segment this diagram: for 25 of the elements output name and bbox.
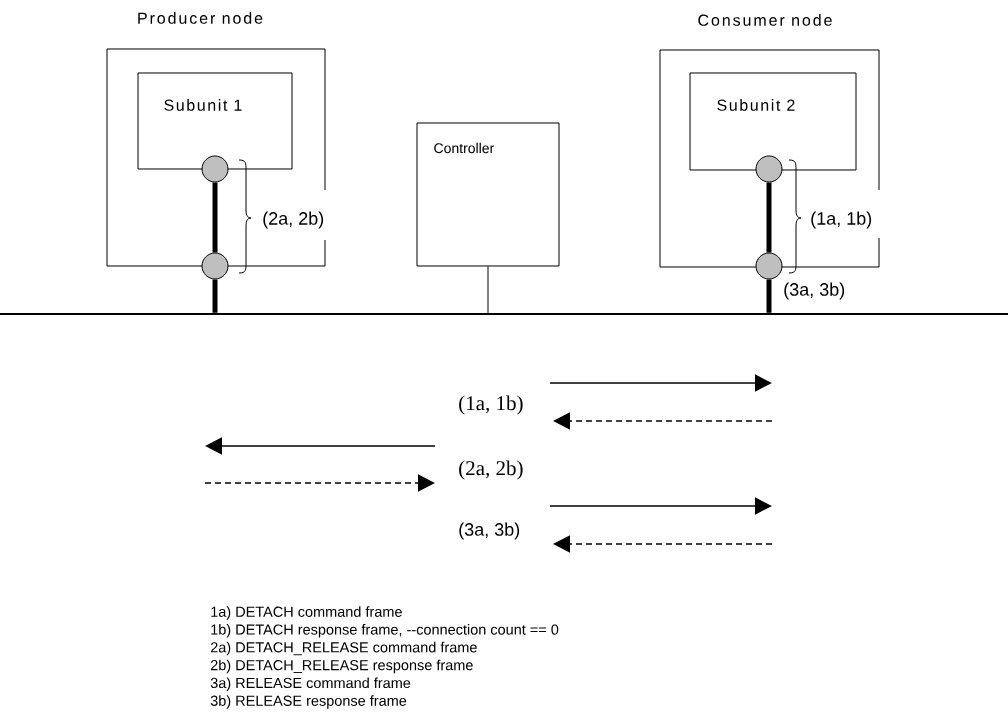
note-text: 1a) DETACH command frame <box>211 606 402 620</box>
step-label: (1a, 1b) <box>459 395 523 415</box>
subunit-box: Subunit 1 <box>137 72 293 170</box>
step-label: (3a, 3b) <box>784 282 845 300</box>
connection-line <box>212 279 218 313</box>
connection-line <box>487 266 489 314</box>
connection-line <box>212 182 218 253</box>
connector-plug <box>201 155 229 183</box>
bus-line <box>0 313 1008 315</box>
note-text: 1b) DETACH response frame, --connection count == 0 <box>211 624 559 638</box>
connector-plug <box>201 252 229 280</box>
connector-plug <box>755 252 783 280</box>
connector-plug <box>755 155 783 183</box>
note-text: 3b) RELEASE response frame <box>210 695 407 709</box>
step-label: (3a, 3b) <box>459 522 520 540</box>
connection-line <box>766 279 772 313</box>
subunit-box: Subunit 2 <box>689 72 857 171</box>
note-text: 2a) DETACH_RELEASE command frame <box>210 641 477 656</box>
step-label: (2a, 2b) <box>263 211 324 229</box>
step-label: (2a, 2b) <box>459 460 523 480</box>
controller-box: Controller <box>416 122 560 267</box>
note-text: 3a) RELEASE command frame <box>210 677 411 691</box>
connection-line <box>766 182 772 253</box>
step-label: (1a, 1b) <box>811 211 872 229</box>
note-text: 2b) DETACH_RELEASE response frame <box>210 659 473 674</box>
